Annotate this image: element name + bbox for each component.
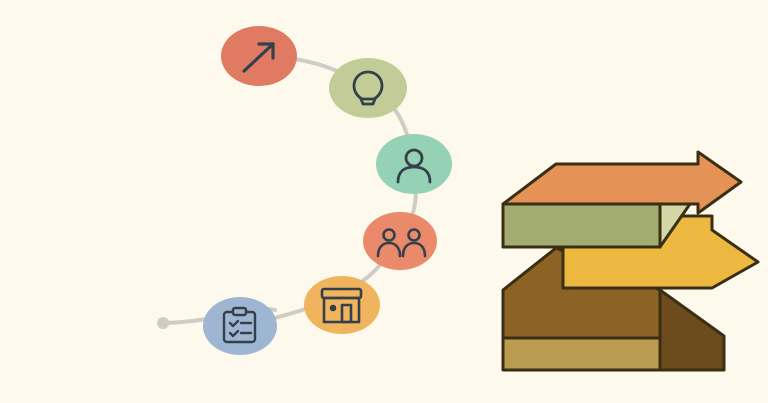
node-circle: [203, 297, 277, 355]
storefront-icon: [320, 287, 363, 324]
timeline-node-lightbulb: [329, 58, 407, 118]
group-people-icon: [376, 228, 427, 258]
stacked-blocks-graphic: [501, 150, 760, 372]
node-circle: [329, 58, 407, 118]
lightbulb-icon: [352, 70, 384, 106]
olive-block: [501, 202, 662, 249]
timeline-node-group: [363, 212, 437, 270]
person-icon: [396, 148, 432, 184]
checklist-icon: [222, 306, 257, 344]
node-circle: [376, 134, 452, 194]
node-circle: [363, 212, 437, 270]
timeline-node-person: [376, 134, 452, 194]
journey-start-dot: [157, 317, 169, 329]
arrow-up-right-icon: [242, 42, 275, 73]
tan-base: [501, 336, 662, 372]
brown-block: [501, 246, 662, 340]
brown-block-side: [658, 288, 726, 372]
timeline-node-checklist: [203, 297, 277, 355]
timeline-node-storefront: [304, 276, 380, 334]
timeline-node-growth: [221, 26, 297, 86]
orange-arrow: [501, 150, 743, 215]
